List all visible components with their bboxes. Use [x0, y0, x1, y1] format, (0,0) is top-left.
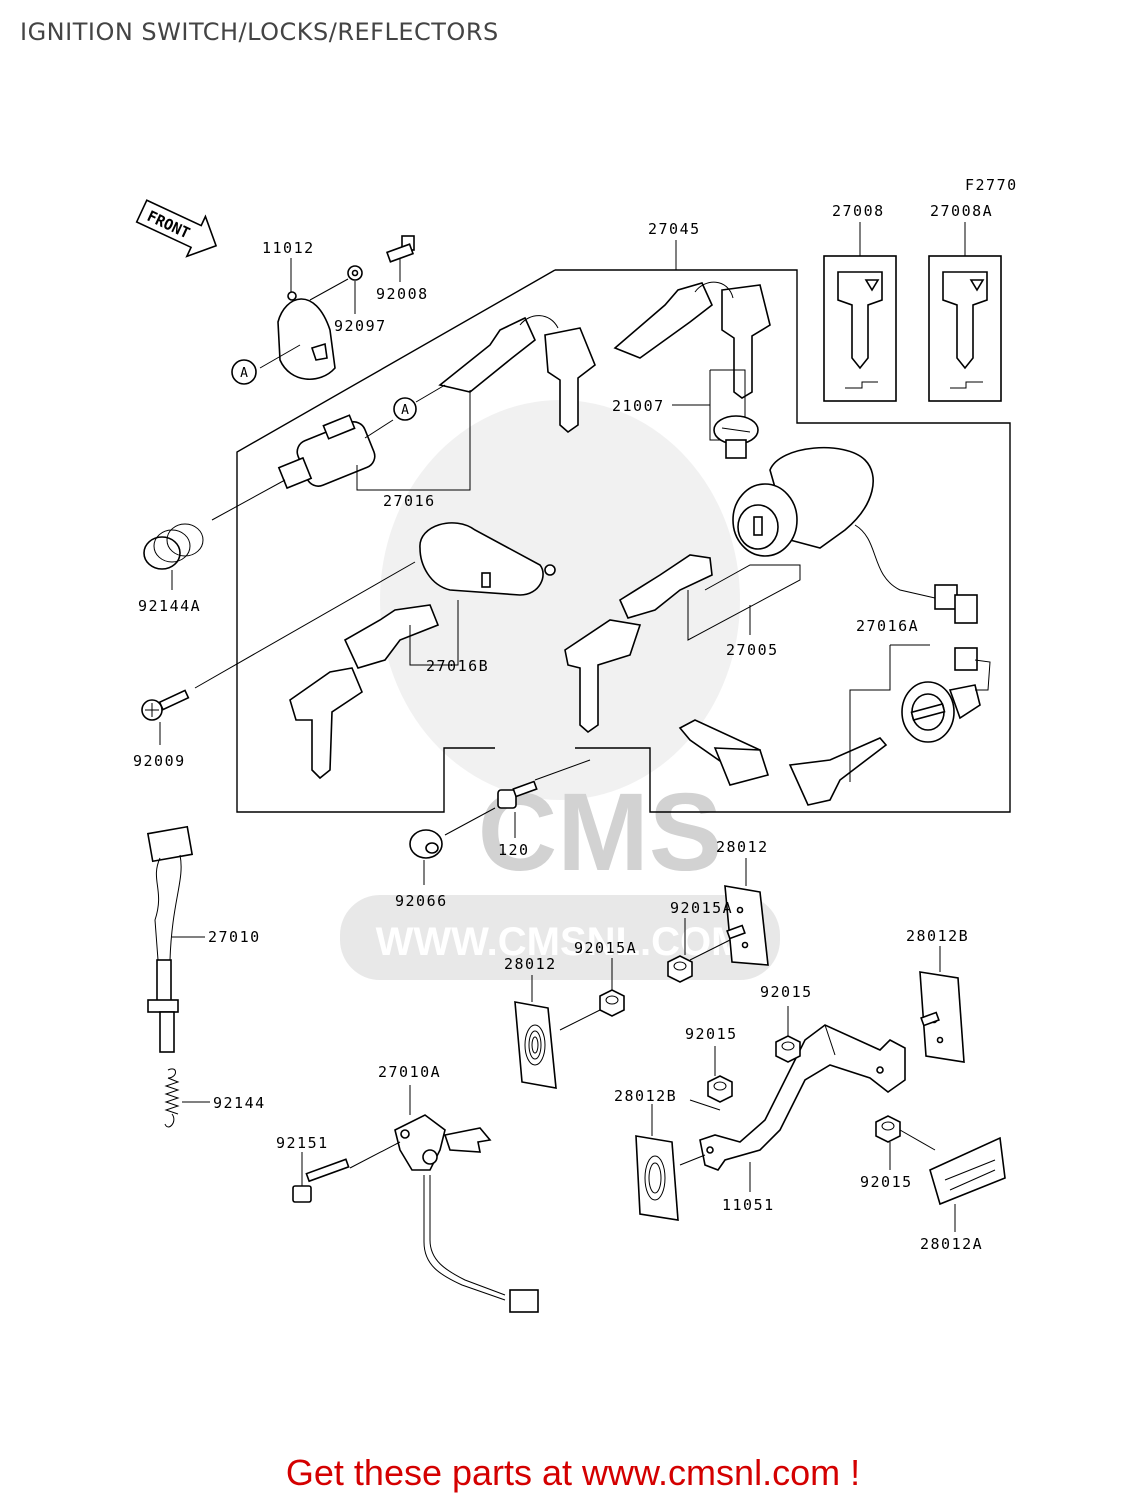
front-arrow-icon: FRONT	[135, 199, 218, 258]
label-27008A: 27008A	[930, 202, 993, 220]
grommet-92066	[409, 829, 443, 859]
bolt-92151	[292, 1158, 350, 1203]
label-92144A: 92144A	[138, 597, 201, 615]
spring-92144	[164, 1068, 180, 1128]
switch-27010A	[394, 1114, 539, 1313]
nut-92015A-1	[667, 955, 693, 983]
seat-lock-27016B	[419, 522, 556, 596]
label-28012-top: 28012	[716, 838, 769, 856]
label-120: 120	[498, 841, 530, 859]
label-27005: 27005	[726, 641, 779, 659]
bracket-11051	[699, 1024, 906, 1171]
figure-code: F2770	[965, 176, 1018, 194]
label-28012-left: 28012	[504, 955, 557, 973]
label-27016A: 27016A	[856, 617, 919, 635]
cap-21007	[713, 415, 759, 459]
label-21007: 21007	[612, 397, 665, 415]
keys-27005	[564, 554, 713, 734]
nut-92015-1	[775, 1035, 801, 1063]
nut-92015A-2	[599, 989, 625, 1017]
label-27010: 27010	[208, 928, 261, 946]
label-92015-1: 92015	[760, 983, 813, 1001]
label-92015-2: 92015	[685, 1025, 738, 1043]
label-27045: 27045	[648, 220, 701, 238]
reflector-28012B-left	[635, 1135, 679, 1221]
label-92066: 92066	[395, 892, 448, 910]
svg-text:A: A	[401, 403, 409, 418]
label-92097: 92097	[334, 317, 387, 335]
reflector-28012-top	[724, 885, 769, 966]
nut-92015-3	[875, 1115, 901, 1143]
label-92015A-1: 92015A	[670, 899, 733, 917]
svg-text:A: A	[240, 366, 248, 381]
label-28012B-right: 28012B	[906, 927, 969, 945]
label-92008: 92008	[376, 285, 429, 303]
spring-92144A	[143, 523, 204, 570]
reflector-28012B-right	[919, 971, 965, 1063]
ignition-switch-27005	[732, 446, 978, 624]
bolt-92008	[385, 235, 415, 263]
keys-27016B	[289, 604, 440, 780]
label-27010A: 27010A	[378, 1063, 441, 1081]
bolt-120	[497, 780, 538, 809]
label-92151: 92151	[276, 1134, 329, 1152]
page-title: IGNITION SWITCH/LOCKS/REFLECTORS	[20, 18, 499, 46]
switch-27010	[146, 825, 194, 1053]
keys-27016A	[678, 719, 888, 806]
label-27008: 27008	[832, 202, 885, 220]
plate-11012: A	[231, 258, 336, 385]
label-92144: 92144	[213, 1094, 266, 1112]
label-92015A-2: 92015A	[574, 939, 637, 957]
footer-promo: Get these parts at www.cmsnl.com !	[285, 1452, 861, 1493]
label-28012A: 28012A	[920, 1235, 983, 1253]
screw-92009	[141, 689, 190, 721]
label-92009: 92009	[133, 752, 186, 770]
label-27016B: 27016B	[426, 657, 489, 675]
nut-92015-2	[707, 1075, 733, 1103]
reflector-28012-left	[514, 1001, 557, 1089]
keys-27045	[613, 281, 771, 399]
keys-27016	[438, 315, 596, 434]
lock-27016A	[901, 647, 991, 743]
label-92015-3: 92015	[860, 1173, 913, 1191]
key-card-27008	[823, 222, 897, 402]
key-card-27008A	[928, 222, 1002, 402]
cmsnl-watermark: CMS WWW.CMSNL.COM	[340, 400, 780, 980]
label-27016: 27016	[383, 492, 436, 510]
label-28012B-left: 28012B	[614, 1087, 677, 1105]
reflector-28012A	[929, 1136, 1006, 1206]
lock-cylinder-27016	[277, 414, 376, 490]
label-11012: 11012	[262, 239, 315, 257]
label-11051: 11051	[722, 1196, 775, 1214]
watermark-url: WWW.CMSNL.COM	[376, 920, 745, 964]
